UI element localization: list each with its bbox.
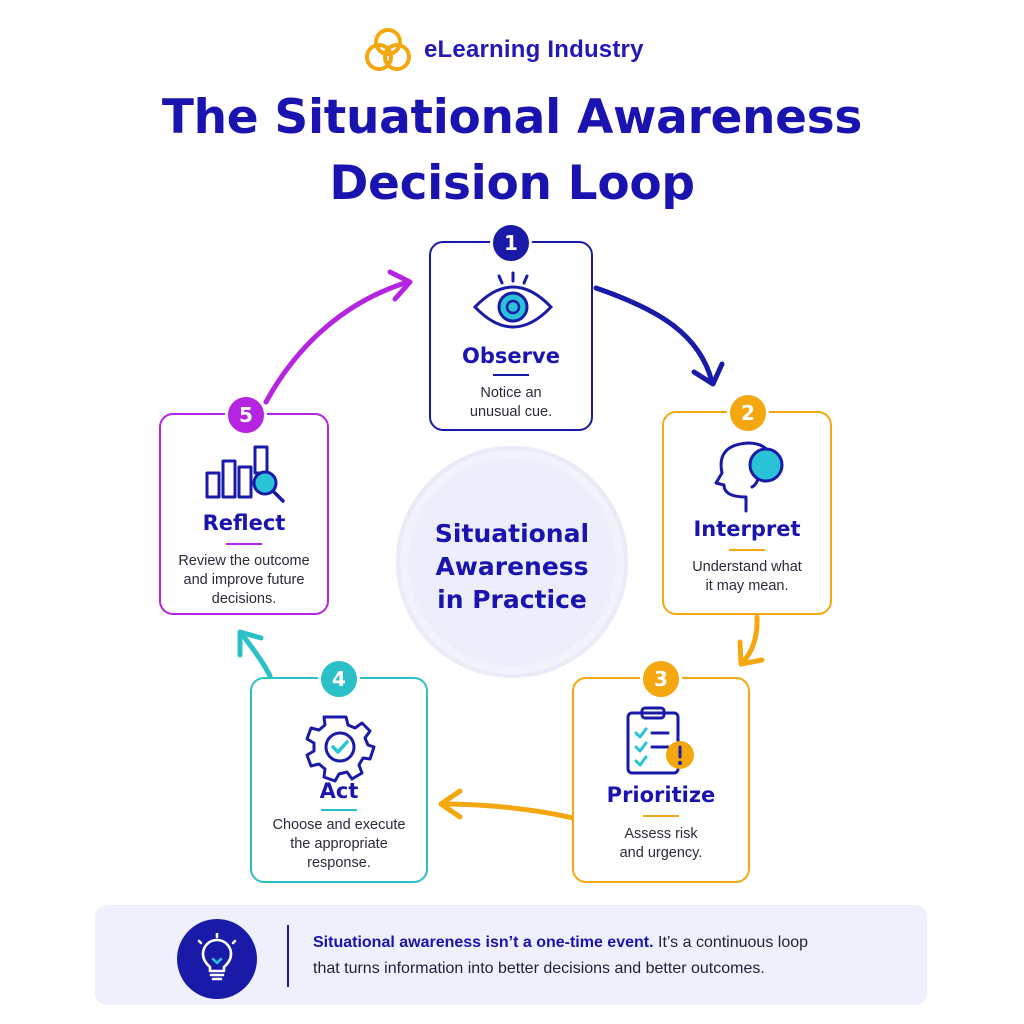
footer-text-continuation: It’s a continuous loop	[653, 934, 809, 951]
page-title-line-2: Decision Loop	[329, 156, 695, 211]
step-description-line-2: it may mean.	[705, 578, 789, 594]
head-thought-icon	[714, 441, 784, 513]
center-text-line-1: Situational	[434, 519, 590, 548]
page-title-line-1: The Situational Awareness	[161, 90, 863, 145]
arrow-reflect-to-observe-head	[387, 269, 413, 302]
step-description-line-1: Understand what	[692, 559, 802, 575]
step-description: Assess risk and urgency.	[584, 825, 738, 863]
arrow-act-to-reflect	[239, 631, 273, 679]
eye-icon	[472, 271, 554, 329]
clipboard-checklist-icon	[626, 706, 694, 775]
step-underline	[226, 543, 262, 545]
step-underline	[643, 815, 679, 817]
center-text-line-3: in Practice	[437, 585, 587, 614]
step-card-act: Act Choose and execute the appropriate r…	[250, 677, 428, 883]
step-underline	[493, 374, 529, 376]
step-description: Review the outcome and improve future de…	[171, 552, 317, 609]
center-text-line-2: Awareness	[435, 552, 589, 581]
footer-icon-circle	[177, 919, 257, 999]
step-description: Understand what it may mean.	[674, 558, 820, 596]
step-description-line-2: the appropriate	[290, 836, 388, 852]
step-label: Act	[319, 779, 359, 803]
arrow-act-to-reflect-head	[237, 629, 264, 658]
arrow-interpret-to-prioritize	[739, 614, 760, 666]
footer-text-line-2: that turns information into better decis…	[313, 960, 765, 977]
brand: eLearning Industry	[362, 22, 644, 78]
arrow-observe-to-interpret	[593, 285, 715, 385]
step-badge-2: 2	[727, 392, 769, 434]
step-card-reflect: Reflect Review the outcome and improve f…	[159, 413, 329, 615]
step-description-line-2: unusual cue.	[469, 404, 553, 420]
step-badge-5: 5	[225, 394, 267, 436]
step-description-line-1: Choose and execute	[272, 817, 406, 833]
step-badge-4: 4	[318, 658, 360, 700]
arrow-prioritize-to-act	[440, 801, 576, 821]
step-badge-3: 3	[640, 658, 682, 700]
footer-divider	[287, 925, 289, 987]
step-description-line-1: Notice an	[480, 385, 542, 401]
step-label: Reflect	[202, 511, 286, 535]
footer-text-line-1: Situational awareness isn’t a one-time e…	[313, 934, 808, 952]
arrow-interpret-to-prioritize-head	[737, 639, 765, 667]
arrow-prioritize-to-act-head	[438, 788, 463, 820]
step-description: Notice an unusual cue.	[441, 384, 581, 422]
step-card-observe: Observe Notice an unusual cue.	[429, 241, 593, 431]
trefoil-logo-icon	[365, 28, 411, 71]
brand-name: eLearning Industry	[424, 36, 644, 63]
step-description-line-1: Review the outcome	[178, 553, 310, 569]
center-circle-inner	[408, 458, 616, 666]
step-description-line-2: and urgency.	[619, 845, 703, 861]
arrow-observe-to-interpret-head	[691, 361, 725, 387]
step-card-prioritize: Prioritize Assess risk and urgency.	[572, 677, 750, 883]
bar-chart-magnifier-icon	[205, 445, 285, 503]
step-description-line-1: Assess risk	[624, 826, 698, 842]
step-label: Interpret	[693, 517, 801, 541]
step-card-interpret: Interpret Understand what it may mean.	[662, 411, 832, 615]
step-description: Choose and execute the appropriate respo…	[262, 816, 416, 873]
footer-bold-text: Situational awareness isn’t a one-time e…	[313, 934, 654, 951]
step-description-line-3: decisions.	[211, 591, 277, 607]
step-underline	[729, 549, 765, 551]
step-label: Prioritize	[606, 783, 716, 807]
step-description-line-3: response.	[307, 855, 371, 871]
step-label: Observe	[462, 344, 560, 368]
step-underline	[321, 809, 357, 811]
lightbulb-icon	[197, 933, 237, 981]
step-description-line-2: and improve future	[183, 572, 305, 588]
gear-check-icon	[305, 715, 376, 783]
step-badge-1: 1	[490, 222, 532, 264]
arrow-reflect-to-observe	[263, 279, 411, 405]
